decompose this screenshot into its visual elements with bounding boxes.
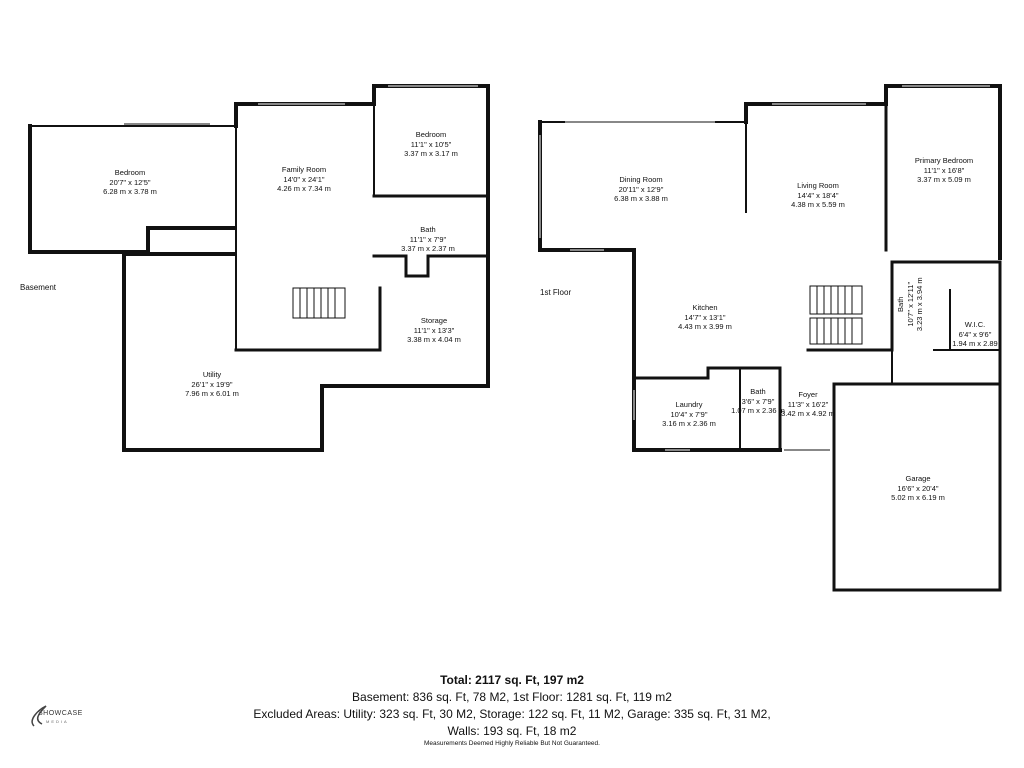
basement-floor-label: Basement [20, 283, 57, 292]
room-name: Bath [750, 387, 766, 396]
room-name: Utility [202, 370, 222, 379]
showcase-logo-icon [31, 705, 47, 727]
room-metric: 3.38 m x 4.04 m [407, 335, 461, 344]
logo-text: SHOWCASE [38, 710, 83, 717]
room-imperial: 14'7" x 13'1" [684, 312, 726, 322]
room-metric: 4.38 m x 5.59 m [791, 200, 845, 209]
room-name: Storage [420, 316, 448, 325]
first-floor-label: 1st Floor [540, 288, 572, 297]
room-imperial: 6'4" x 9'6" [958, 329, 992, 339]
room-imperial: 11'1" x 7'9" [409, 234, 447, 244]
room-name: Bath [895, 296, 905, 312]
first-floor-stairs [809, 285, 863, 345]
room-label-half-bath: Bath 3'6" x 7'9" 1.07 m x 2.36 m [731, 387, 785, 416]
room-metric: 3.16 m x 2.36 m [662, 419, 716, 428]
first-floor-windows [539, 85, 990, 451]
room-metric: 3.37 m x 2.37 m [401, 244, 455, 253]
total-area: Total: 2117 sq. Ft, 197 m2 [440, 673, 584, 687]
room-label-laundry: Laundry 10'4" x 7'9" 3.16 m x 2.36 m [662, 400, 716, 429]
room-name: Bedroom [415, 130, 447, 139]
room-metric: 4.26 m x 7.34 m [277, 184, 331, 193]
room-imperial: 14'4" x 18'4" [797, 190, 839, 200]
room-imperial: 10'7" x 12'11" [905, 281, 915, 327]
room-name: Primary Bedroom [914, 156, 974, 165]
basement-windows [124, 85, 478, 125]
room-label-living-room: Living Room 14'4" x 18'4" 4.38 m x 5.59 … [791, 181, 845, 210]
room-label-basement-bath: Bath 11'1" x 7'9" 3.37 m x 2.37 m [401, 225, 455, 254]
room-name: Living Room [797, 181, 839, 190]
room-label-basement-bedroom: Bedroom 20'7" x 12'5" 6.28 m x 3.78 m [103, 168, 157, 197]
room-metric: 3.23 m x 3.94 m [914, 277, 924, 332]
room-metric: 3.37 m x 5.09 m [917, 175, 971, 184]
room-imperial: 16'6" x 20'4" [897, 483, 939, 493]
room-metric: 3.37 m x 3.17 m [404, 149, 458, 158]
disclaimer: Measurements Deemed Highly Reliable But … [424, 740, 600, 747]
room-imperial: 11'1" x 16'8" [923, 165, 965, 175]
room-imperial: 11'3" x 16'2" [787, 399, 829, 409]
room-imperial: 14'0" x 24'1" [283, 174, 325, 184]
room-imperial: 11'1" x 13'3" [413, 325, 455, 335]
room-name: Dining Room [619, 175, 663, 184]
basement-stairs [292, 287, 346, 319]
room-imperial: 26'1" x 19'9" [191, 379, 233, 389]
room-imperial: 20'7" x 12'5" [109, 177, 151, 187]
room-metric: 4.43 m x 3.99 m [678, 322, 732, 331]
room-metric: 3.42 m x 4.92 m [781, 409, 835, 418]
room-label-primary-bedroom: Primary Bedroom 11'1" x 16'8" 3.37 m x 5… [915, 156, 973, 185]
wall-area: Walls: 193 sq. Ft, 18 m2 [447, 724, 577, 738]
room-label-foyer: Foyer 11'3" x 16'2" 3.42 m x 4.92 m [781, 390, 835, 419]
room-label-utility: Utility 26'1" x 19'9" 7.96 m x 6.01 m [185, 370, 239, 399]
room-metric: 5.02 m x 6.19 m [891, 493, 945, 502]
room-label-storage: Storage 11'1" x 13'3" 3.38 m x 4.04 m [407, 316, 461, 345]
room-imperial: 3'6" x 7'9" [741, 396, 775, 406]
room-metric: 1.07 m x 2.36 m [731, 406, 785, 415]
room-name: Laundry [675, 400, 703, 409]
room-name: W.I.C. [964, 320, 986, 329]
logo-subtext: MEDIA [46, 719, 69, 724]
room-metric: 7.96 m x 6.01 m [185, 389, 239, 398]
room-metric: 6.28 m x 3.78 m [103, 187, 157, 196]
room-name: Kitchen [692, 303, 718, 312]
room-label-first-bath: Bath 10'7" x 12'11" 3.23 m x 3.94 m [896, 277, 925, 331]
room-label-basement-bedroom-2: Bedroom 11'1" x 10'5" 3.37 m x 3.17 m [404, 130, 458, 159]
excluded-areas: Excluded Areas: Utility: 323 sq. Ft, 30 … [253, 707, 771, 721]
room-imperial: 20'11" x 12'9" [618, 184, 664, 194]
room-name: Family Room [281, 165, 327, 174]
room-label-family-room: Family Room 14'0" x 24'1" 4.26 m x 7.34 … [277, 165, 331, 194]
room-label-kitchen: Kitchen 14'7" x 13'1" 4.43 m x 3.99 m [678, 303, 732, 332]
room-imperial: 10'4" x 7'9" [670, 409, 708, 419]
floor-plan-drawing [28, 84, 1002, 592]
room-imperial: 11'1" x 10'5" [410, 139, 452, 149]
room-name: Garage [905, 474, 931, 483]
room-label-wic: W.I.C. 6'4" x 9'6" 1.94 m x 2.89 [952, 320, 997, 349]
room-metric: 1.94 m x 2.89 [952, 339, 998, 348]
room-name: Bedroom [114, 168, 146, 177]
room-label-garage: Garage 16'6" x 20'4" 5.02 m x 6.19 m [891, 474, 945, 503]
floor-areas: Basement: 836 sq. Ft, 78 M2, 1st Floor: … [352, 690, 672, 704]
room-label-dining-room: Dining Room 20'11" x 12'9" 6.38 m x 3.88… [614, 175, 668, 204]
area-summary: Total: 2117 sq. Ft, 197 m2 Basement: 836… [0, 672, 1024, 740]
room-name: Foyer [798, 390, 818, 399]
room-name: Bath [420, 225, 436, 234]
room-metric: 6.38 m x 3.88 m [614, 194, 668, 203]
